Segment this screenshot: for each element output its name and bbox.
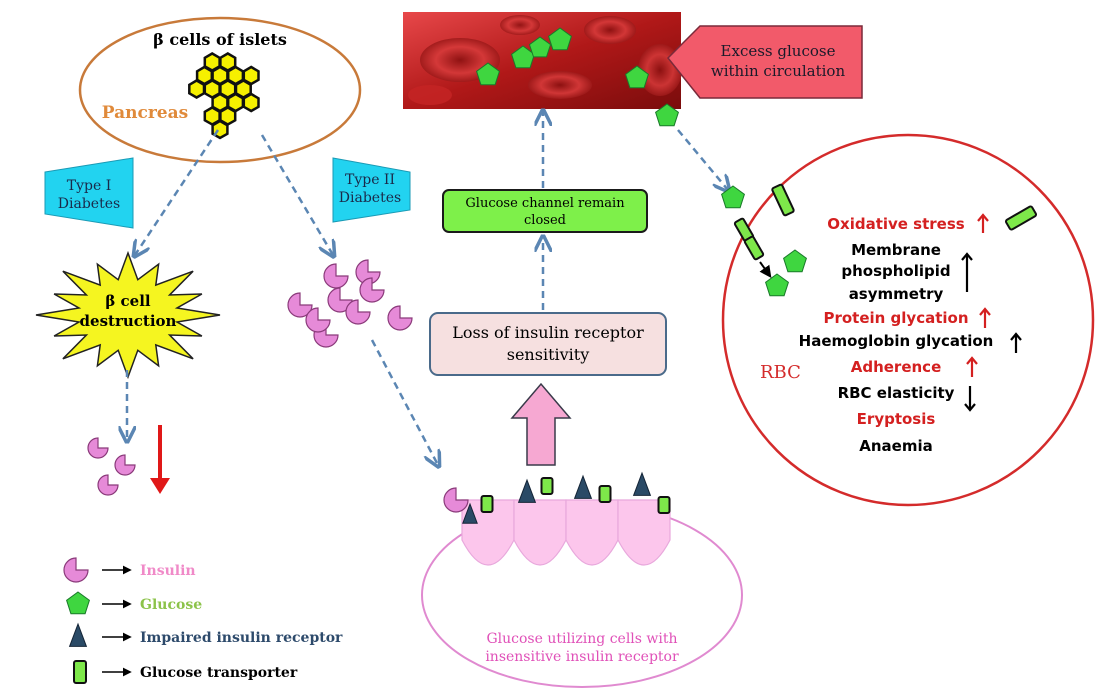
type1-line1: Type I (67, 178, 111, 194)
callout-line2: within circulation (711, 62, 846, 80)
impaired-receptor-icon (632, 471, 652, 496)
callout-line1: Excess glucose (721, 42, 836, 60)
glucose-icon (476, 62, 500, 86)
glucose-utilizing-cells: Glucose utilizing cells with insensitive… (421, 471, 743, 688)
red-down-arrow-icon (150, 425, 170, 494)
reduced-insulin-cluster (87, 437, 136, 496)
destruction-line2: destruction (80, 312, 177, 330)
rbc-effect-label: Eryptosis (857, 410, 936, 428)
channel-line1: Glucose channel remain (465, 196, 625, 211)
arrow-type2 (260, 134, 333, 255)
arrow-to-cells (370, 339, 438, 465)
rbc-effect-label: Membrane (851, 241, 941, 259)
glucose-channel-box: Glucose channel remain closed (442, 189, 648, 233)
glucose-transporter-icon (540, 477, 554, 495)
insulin-icon (87, 437, 109, 459)
glucose-transporter-icon (73, 660, 87, 684)
rbc-effect-label: Anaemia (859, 437, 932, 455)
rbc-effect-label: phospholipid (841, 262, 950, 280)
up-arrow-icon (977, 213, 989, 233)
glucose-icon (721, 185, 745, 209)
glucose-icon (548, 27, 572, 51)
up-arrow-icon (1010, 332, 1022, 353)
legend-item: Glucose transporter (73, 660, 298, 684)
glucose-transporter-icon (1004, 205, 1038, 231)
type1-diabetes-label: Type I Diabetes (44, 157, 134, 229)
rbc-effect-label: Oxidative stress (827, 215, 965, 233)
glucose-icon (625, 65, 649, 89)
legend-label: Impaired insulin receptor (140, 630, 343, 646)
insulin-icon (387, 305, 413, 331)
up-arrow-icon (979, 307, 991, 328)
type1-line2: Diabetes (58, 196, 120, 212)
destruction-line1: β cell (105, 292, 151, 310)
type2-line1: Type II (345, 172, 395, 188)
insulin-icon (305, 307, 331, 333)
up-arrow-icon (966, 356, 978, 377)
rbc-effect-label: RBC elasticity (838, 384, 955, 402)
type2-diabetes-label: Type II Diabetes (332, 157, 411, 223)
legend-label: Glucose (140, 597, 202, 613)
receptor-sensitivity-box: Loss of insulin receptor sensitivity (429, 312, 667, 376)
glucose-icon (66, 591, 90, 615)
blood-vessel-image (403, 12, 682, 109)
cells-label-line1: Glucose utilizing cells with (486, 631, 677, 647)
pancreas-outline (78, 16, 362, 164)
insulin-icon (443, 487, 469, 513)
receptor-line2: sensitivity (507, 345, 589, 364)
pancreas: β cells of islets Pancreas (78, 16, 362, 164)
glucose-transporter-icon (743, 235, 765, 261)
insulin-icon (97, 474, 119, 496)
glucose-transporter-icon (480, 495, 494, 513)
arrow-to-rbc (677, 129, 728, 190)
arrow-type1 (135, 129, 220, 255)
pancreas-label: Pancreas (102, 103, 188, 123)
insulin-icon (345, 299, 371, 325)
rbc-outline (721, 133, 1095, 507)
glucose-icon (528, 36, 552, 58)
glucose-icon (765, 273, 789, 297)
legend-item: Insulin (63, 557, 196, 583)
insulin-icon (63, 557, 89, 583)
legend-label: Glucose transporter (140, 665, 298, 681)
type2-insulin-cluster (287, 259, 413, 348)
glucose-transporter-icon (657, 496, 671, 514)
glucose-transporter-icon (598, 485, 612, 503)
cells-label-line2: insensitive insulin receptor (485, 649, 679, 665)
rbc-effect-label: Protein glycation (823, 309, 968, 327)
glucose-icon (783, 249, 807, 273)
receptor-line1: Loss of insulin receptor (452, 323, 644, 342)
legend-label: Insulin (140, 563, 196, 579)
insulin-icon (323, 263, 349, 289)
beta-cells-icon (188, 52, 260, 140)
type2-line2: Diabetes (339, 190, 401, 206)
insulin-icon (359, 277, 385, 303)
rbc-effect-label: Haemoglobin glycation (799, 332, 994, 350)
impaired-receptor-icon (517, 478, 537, 503)
down-arrow-icon (964, 386, 976, 412)
insulin-icon (355, 259, 381, 285)
impaired-receptor-icon (573, 474, 593, 499)
glucose-transporter-icon (771, 183, 795, 217)
legend-item: Glucose (66, 591, 202, 615)
channel-line2: closed (524, 213, 566, 228)
rbc-effect-label: asymmetry (849, 285, 944, 303)
pancreas-title: β cells of islets (153, 30, 287, 49)
glucose-icon (655, 103, 679, 127)
up-arrow-icon (961, 252, 973, 292)
pink-up-arrow-icon (510, 382, 572, 466)
impaired-receptor-icon (68, 622, 88, 647)
legend-item: Impaired insulin receptor (68, 622, 343, 647)
excess-glucose-callout: Excess glucose within circulation (666, 25, 863, 99)
rbc-effect-label: Adherence (851, 358, 942, 376)
impaired-receptor-icon (462, 502, 478, 524)
insulin-icon (114, 454, 136, 476)
beta-cell-destruction: β cell destruction (35, 250, 221, 380)
rbc-label: RBC (760, 362, 801, 383)
